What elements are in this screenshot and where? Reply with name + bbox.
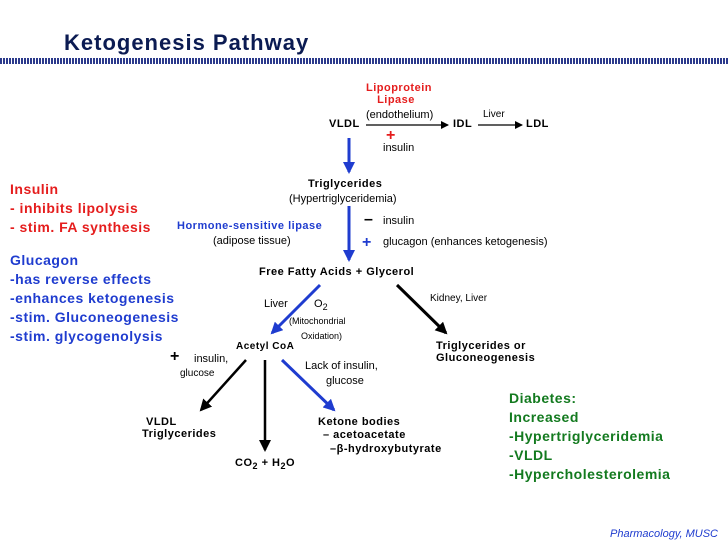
acetoacetate-label: – acetoacetate: [323, 429, 406, 441]
glucose-label-lower: glucose: [180, 368, 215, 379]
arrow-acetylcoa-ketone: [280, 358, 336, 412]
endothelium-label: (endothelium): [366, 109, 434, 121]
acetyl-coa-node: Acetyl CoA: [236, 341, 295, 352]
glucagon-effects-panel: Glucagon -has reverse effects -enhances …: [10, 251, 179, 346]
triglycerides-node: Triglycerides: [308, 178, 383, 190]
kidney-liver-label: Kidney, Liver: [430, 293, 488, 304]
gluconeogenesis-node: Gluconeogenesis: [436, 352, 536, 364]
adipose-tissue-label: (adipose tissue): [213, 235, 291, 247]
vldl-product-node: VLDL: [146, 416, 177, 428]
triglycerides-product-node: Triglycerides: [142, 428, 217, 440]
triglycerides-or-node: Triglycerides or: [436, 340, 526, 352]
free-fatty-acids-glycerol-node: Free Fatty Acids + Glycerol: [259, 266, 415, 278]
lack-of-insulin-label: Lack of insulin,: [305, 360, 378, 372]
plus-sign-insulin-glucose: +: [170, 348, 180, 365]
insulin-heading: Insulin: [10, 181, 59, 197]
diabetes-line: Increased: [509, 409, 579, 425]
hormone-sensitive-lipase-label: Hormone-sensitive lipase: [177, 220, 323, 232]
glucagon-effect-item: -stim. glycogenolysis: [10, 328, 163, 344]
insulin-effect-item: - inhibits lipolysis: [10, 200, 139, 216]
insulin-label-lower: insulin,: [194, 353, 229, 365]
vldl-node: VLDL: [329, 118, 360, 130]
hypertriglyceridemia-label: (Hypertriglyceridemia): [289, 193, 397, 205]
glucagon-label: glucagon (enhances ketogenesis): [383, 236, 548, 248]
diabetes-line: -Hypercholesterolemia: [509, 466, 671, 482]
footer-credit: Pharmacology, MUSC: [610, 528, 718, 540]
ketone-bodies-node: Ketone bodies: [318, 416, 401, 428]
minus-sign-insulin: –: [364, 211, 373, 228]
liver-label-top: Liver: [483, 109, 505, 120]
glucagon-effect-item: -has reverse effects: [10, 271, 152, 287]
oxidation-label: Oxidation): [301, 331, 343, 341]
page-title: Ketogenesis Pathway: [64, 30, 310, 55]
ldl-node: LDL: [526, 118, 549, 130]
glucagon-effect-item: -stim. Gluconeogenesis: [10, 309, 179, 325]
diabetes-line: -Hypertriglyceridemia: [509, 428, 664, 444]
insulin-label-middle: insulin: [383, 215, 415, 227]
oxygen-label: O2: [314, 298, 328, 313]
beta-hydroxybutyrate-label: –β-hydroxybutyrate: [330, 443, 442, 455]
glucagon-effect-item: -enhances ketogenesis: [10, 290, 175, 306]
plus-sign-insulin-top: +: [386, 127, 396, 144]
arrow-ffa-acetylcoa: [270, 283, 322, 335]
insulin-effects-panel: Insulin - inhibits lipolysis - stim. FA …: [10, 180, 151, 237]
co2-h2o-node: CO2 + H2O: [235, 457, 296, 472]
lack-glucose-label: glucose: [326, 375, 364, 387]
glucagon-heading: Glucagon: [10, 252, 79, 268]
insulin-label-top: insulin: [383, 142, 415, 154]
insulin-effect-item: - stim. FA synthesis: [10, 219, 151, 235]
diabetes-panel: Diabetes: Increased -Hypertriglyceridemi…: [509, 389, 670, 484]
diabetes-line: Diabetes:: [509, 390, 577, 406]
arrow-glycerol-trig: [395, 283, 448, 335]
idl-node: IDL: [453, 118, 473, 130]
diabetes-line: -VLDL: [509, 447, 553, 463]
mitochondrial-label: (Mitochondrial: [289, 316, 346, 326]
plus-sign-glucagon: +: [362, 234, 372, 251]
liver-label-middle: Liver: [264, 298, 288, 310]
title-divider: [0, 58, 728, 64]
arrow-acetylcoa-vldl: [199, 359, 247, 412]
lipoprotein-lipase-label: Lipoprotein Lipase: [366, 82, 432, 106]
